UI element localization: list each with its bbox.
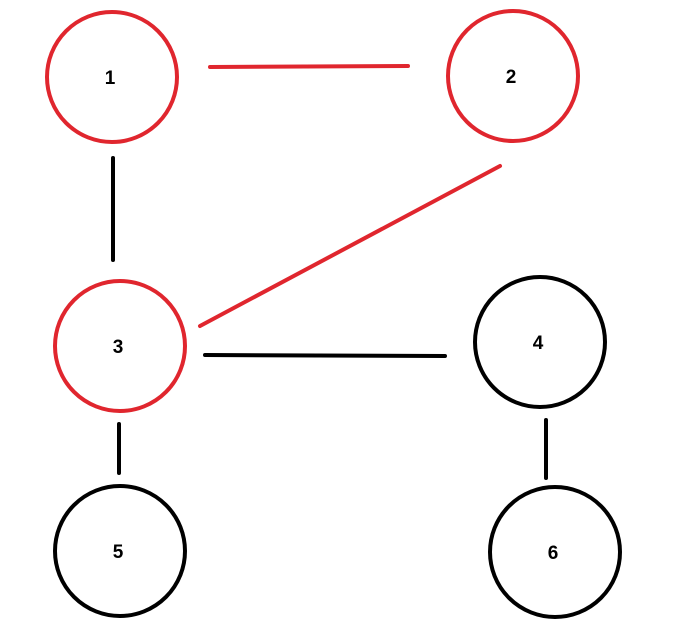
node-circle-2 (446, 9, 580, 143)
node-label-1: 1 (105, 68, 116, 89)
node-3: 3 (53, 279, 187, 413)
node-6: 6 (488, 485, 622, 619)
edges-layer (111, 64, 548, 480)
node-circle-3 (53, 279, 187, 413)
node-circle-1 (45, 10, 179, 144)
node-label-5: 5 (113, 542, 124, 563)
node-4: 4 (473, 275, 607, 409)
node-1: 1 (45, 10, 179, 144)
node-label-6: 6 (548, 543, 559, 564)
edge-3-4 (203, 353, 447, 358)
node-5: 5 (53, 484, 187, 618)
node-2: 2 (446, 9, 580, 143)
node-circle-4 (473, 275, 607, 409)
nodes-layer: 1 2 3 4 5 6 (45, 9, 622, 619)
node-circle-5 (53, 484, 187, 618)
node-circle-6 (488, 485, 622, 619)
node-label-4: 4 (533, 333, 544, 354)
edge-1-2 (208, 64, 410, 69)
node-label-3: 3 (113, 337, 124, 358)
edge-2-3 (198, 164, 502, 328)
node-label-2: 2 (506, 67, 517, 88)
